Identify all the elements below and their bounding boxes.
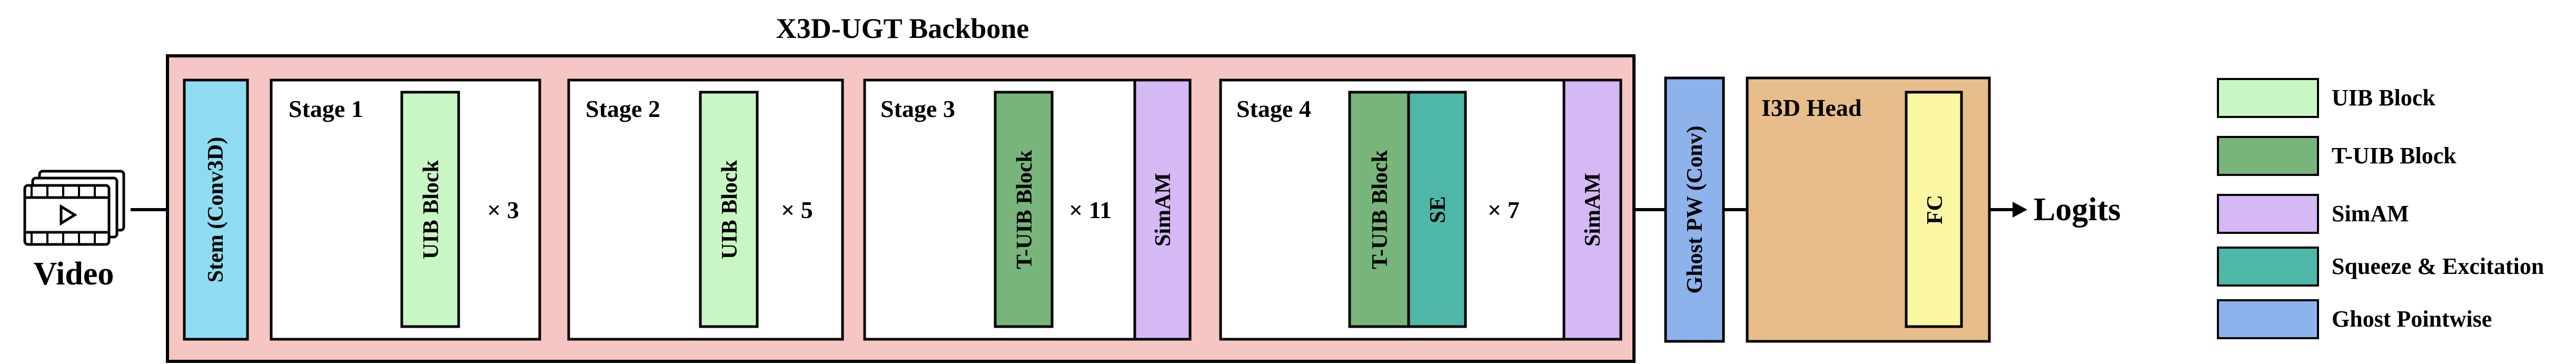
- stage-1-uib-block: [400, 91, 460, 328]
- stem-label: Stem (Conv3D): [204, 137, 228, 282]
- legend-swatch-uib: [2217, 78, 2319, 118]
- fc-label: FC: [1923, 195, 1947, 224]
- stage-4-se-label: SE: [1426, 196, 1450, 223]
- stage-3-tuib-label: T-UIB Block: [1013, 150, 1037, 269]
- stage-2-uib-label: UIB Block: [718, 160, 742, 259]
- stage-3-tuib-block: [994, 91, 1054, 328]
- legend: UIB Block T-UIB Block SimAM Squeeze & Ex…: [2217, 78, 2544, 339]
- stage-4-repeat: × 7: [1488, 196, 1520, 223]
- legend-swatch-tuib: [2217, 136, 2319, 176]
- stage-2-repeat: × 5: [781, 196, 813, 223]
- stage-3-repeat: × 11: [1069, 196, 1112, 223]
- legend-label-tuib: T-UIB Block: [2332, 143, 2456, 169]
- legend-label-se: Squeeze & Excitation: [2332, 253, 2544, 279]
- legend-swatch-se: [2217, 247, 2319, 287]
- legend-label-simam: SimAM: [2332, 201, 2409, 227]
- stage-4-se-block: [1407, 91, 1467, 328]
- output-label: Logits: [2034, 192, 2121, 228]
- legend-swatch-ghost: [2217, 299, 2319, 339]
- stage-3-simam-block: [1133, 78, 1192, 341]
- ghost-pw-label: Ghost PW (Conv): [1683, 126, 1707, 294]
- ghost-pw-block: [1664, 76, 1725, 343]
- legend-label-ghost: Ghost Pointwise: [2332, 306, 2492, 332]
- stage-4-title: Stage 4: [1236, 95, 1311, 122]
- stage-4-tuib-label: T-UIB Block: [1368, 150, 1392, 269]
- output-arrow-head: [2013, 202, 2027, 218]
- stage-2-uib-block: [699, 91, 759, 328]
- video-icon: [23, 170, 125, 246]
- stage-1-repeat: × 3: [487, 196, 519, 223]
- i3d-head-title: I3D Head: [1761, 94, 1862, 121]
- legend-swatch-simam: [2217, 194, 2319, 234]
- stage-4-tuib-block: [1348, 91, 1410, 328]
- backbone-title: X3D-UGT Backbone: [776, 13, 1029, 44]
- stage-3-simam-label: SimAM: [1151, 173, 1175, 247]
- stage-4-simam-block: [1562, 78, 1622, 341]
- stage-1-title: Stage 1: [289, 95, 363, 122]
- legend-label-uib: UIB Block: [2332, 85, 2435, 111]
- stage-1-uib-label: UIB Block: [419, 160, 443, 259]
- stem-block: [183, 78, 249, 341]
- stage-3-title: Stage 3: [880, 95, 955, 122]
- input-label: Video: [34, 256, 114, 292]
- stage-4-simam-label: SimAM: [1581, 173, 1605, 247]
- stage-2-title: Stage 2: [586, 95, 660, 122]
- fc-block: [1905, 91, 1963, 328]
